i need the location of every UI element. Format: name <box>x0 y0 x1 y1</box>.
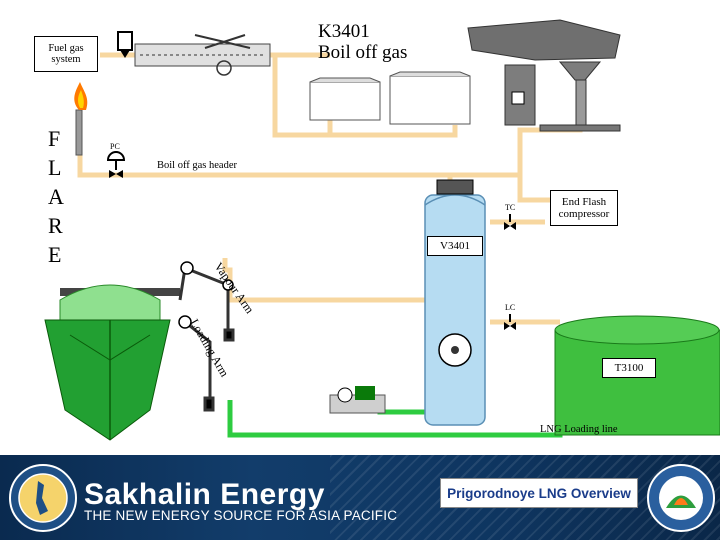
flare-letter-3: A <box>48 184 64 209</box>
title-line2: Boil off gas <box>318 41 408 63</box>
bog-compressor <box>309 71 471 125</box>
flare-letter-5: E <box>48 242 62 267</box>
tc-valve <box>504 214 516 230</box>
loading-arms <box>178 261 235 412</box>
tank-t3100 <box>554 315 720 436</box>
vessel-label-box: V3401 <box>427 236 483 256</box>
end-flash-equipment <box>467 19 621 132</box>
end-flash-line1: End Flash <box>561 196 607 208</box>
end-flash-compressor-box: End Flash compressor <box>550 190 618 226</box>
fuel-gas-line1: Fuel gas <box>48 43 84 54</box>
fuel-gas-line2: system <box>51 54 81 65</box>
ship-hull <box>44 319 171 441</box>
end-flash-line2: compressor <box>558 208 610 220</box>
fuel-gas-heater <box>134 34 271 76</box>
fuel-gas-valve <box>117 31 133 58</box>
ship-dome <box>59 284 161 321</box>
brand-name: Sakhalin Energy <box>84 478 325 511</box>
tank-label-box: T3100 <box>602 358 656 378</box>
pc-valve <box>106 151 126 178</box>
header-label: Boil off gas header <box>157 160 237 171</box>
flare-letter-4: R <box>48 213 63 238</box>
vapour-arm-label: Vapour Arm <box>212 260 258 317</box>
flare-letter-1: F <box>48 126 61 151</box>
diagram-title: K3401 Boil off gas <box>318 21 408 64</box>
loading-arm-structure <box>184 320 212 408</box>
vapour-return <box>222 258 450 303</box>
fuel-gas-system-box: Fuel gas system <box>34 36 98 72</box>
process-diagram: Vapour Arm Loading Arm <box>44 19 720 441</box>
header-to-end-flash <box>450 172 560 203</box>
presentation-title: Prigorodnoye LNG Overview <box>447 485 631 501</box>
flare-label: F L A R E <box>48 124 64 269</box>
flare-letter-2: L <box>48 155 62 180</box>
flare-stack <box>74 82 88 156</box>
vapour-arm-text: Vapour Arm <box>212 260 258 317</box>
vessel-v3401 <box>424 179 486 426</box>
tc-label: TC <box>505 203 516 212</box>
lng-loading-line <box>227 330 563 438</box>
project-logo-icon <box>647 464 715 532</box>
pc-label: PC <box>110 142 120 151</box>
boil-off-header <box>77 150 453 200</box>
lng-loading-line-label: LNG Loading line <box>540 424 618 435</box>
brand-tagline: THE NEW ENERGY SOURCE FOR ASIA PACIFIC <box>84 508 398 523</box>
lng-pump <box>329 386 386 414</box>
presentation-title-box: Prigorodnoye LNG Overview <box>440 478 638 508</box>
lc-valve <box>504 314 516 330</box>
lng-ship <box>44 284 180 441</box>
compressor-to-header <box>327 120 458 138</box>
title-line1: K3401 <box>318 21 370 42</box>
lc-label: LC <box>505 303 516 312</box>
lng-lines <box>227 330 563 438</box>
company-seal-icon <box>9 464 77 532</box>
